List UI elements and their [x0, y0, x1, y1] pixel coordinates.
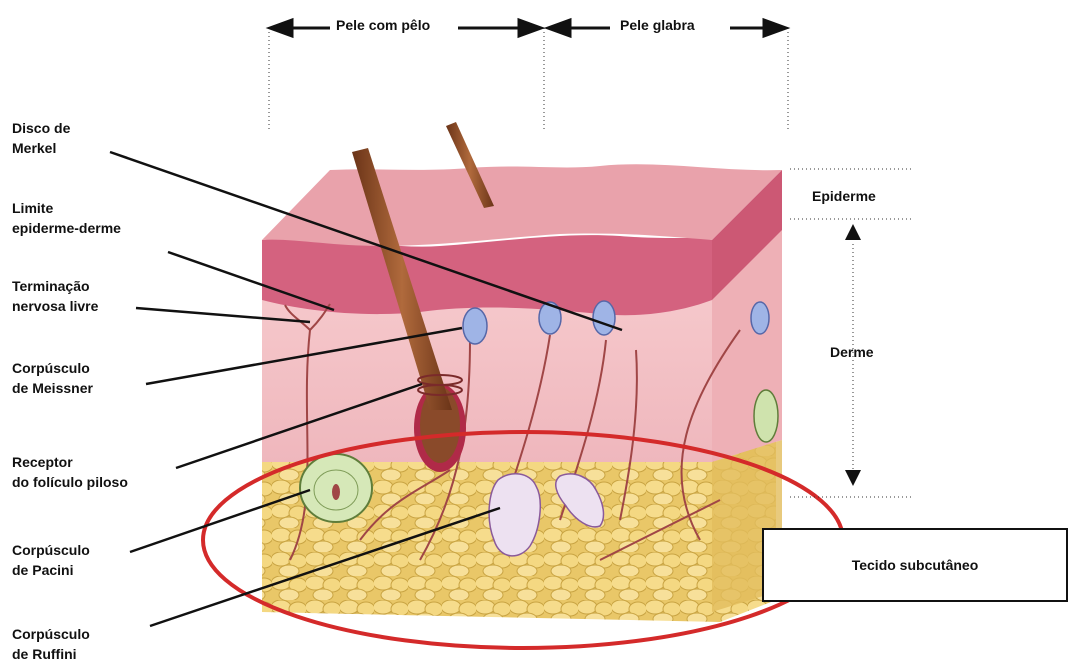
- span-label-glabrous-skin: Pele glabra: [616, 17, 699, 33]
- subcutaneous-tissue-box: Tecido subcutâneo: [762, 528, 1068, 602]
- label-line: epiderme-derme: [12, 218, 121, 238]
- label-line: Terminação: [12, 276, 98, 296]
- label-pacini-corpuscle: Corpúsculo de Pacini: [12, 540, 90, 580]
- span-guides: [269, 28, 788, 132]
- label-line: de Pacini: [12, 560, 90, 580]
- skin-surface: [262, 164, 782, 246]
- label-line: de Meissner: [12, 378, 93, 398]
- label-line: Receptor: [12, 452, 128, 472]
- epidermis: [262, 235, 712, 315]
- label-meissner-corpuscle: Corpúsculo de Meissner: [12, 358, 93, 398]
- label-line: de Ruffini: [12, 644, 90, 664]
- label-line: Corpúsculo: [12, 624, 90, 644]
- label-hair-follicle-receptor: Receptor do folículo piloso: [12, 452, 128, 492]
- pacini-corpuscle: [300, 454, 372, 522]
- label-free-nerve-ending: Terminação nervosa livre: [12, 276, 98, 316]
- label-epidermis-dermis-boundary: Limite epiderme-derme: [12, 198, 121, 238]
- subcutaneous-tissue-label: Tecido subcutâneo: [852, 557, 979, 573]
- label-line: Limite: [12, 198, 121, 218]
- label-epidermis: Epiderme: [812, 186, 876, 206]
- layer-guides: [790, 169, 912, 497]
- label-dermis: Derme: [830, 342, 874, 362]
- pacini-corpuscle-side: [754, 390, 778, 442]
- label-merkel-disc: Disco de Merkel: [12, 118, 70, 158]
- label-line: Corpúsculo: [12, 540, 90, 560]
- label-line: do folículo piloso: [12, 472, 128, 492]
- label-line: Merkel: [12, 138, 70, 158]
- label-ruffini-corpuscle: Corpúsculo de Ruffini: [12, 624, 90, 664]
- label-line: Disco de: [12, 118, 70, 138]
- label-line: Corpúsculo: [12, 358, 93, 378]
- label-line: nervosa livre: [12, 296, 98, 316]
- span-label-hairy-skin: Pele com pêlo: [332, 17, 434, 33]
